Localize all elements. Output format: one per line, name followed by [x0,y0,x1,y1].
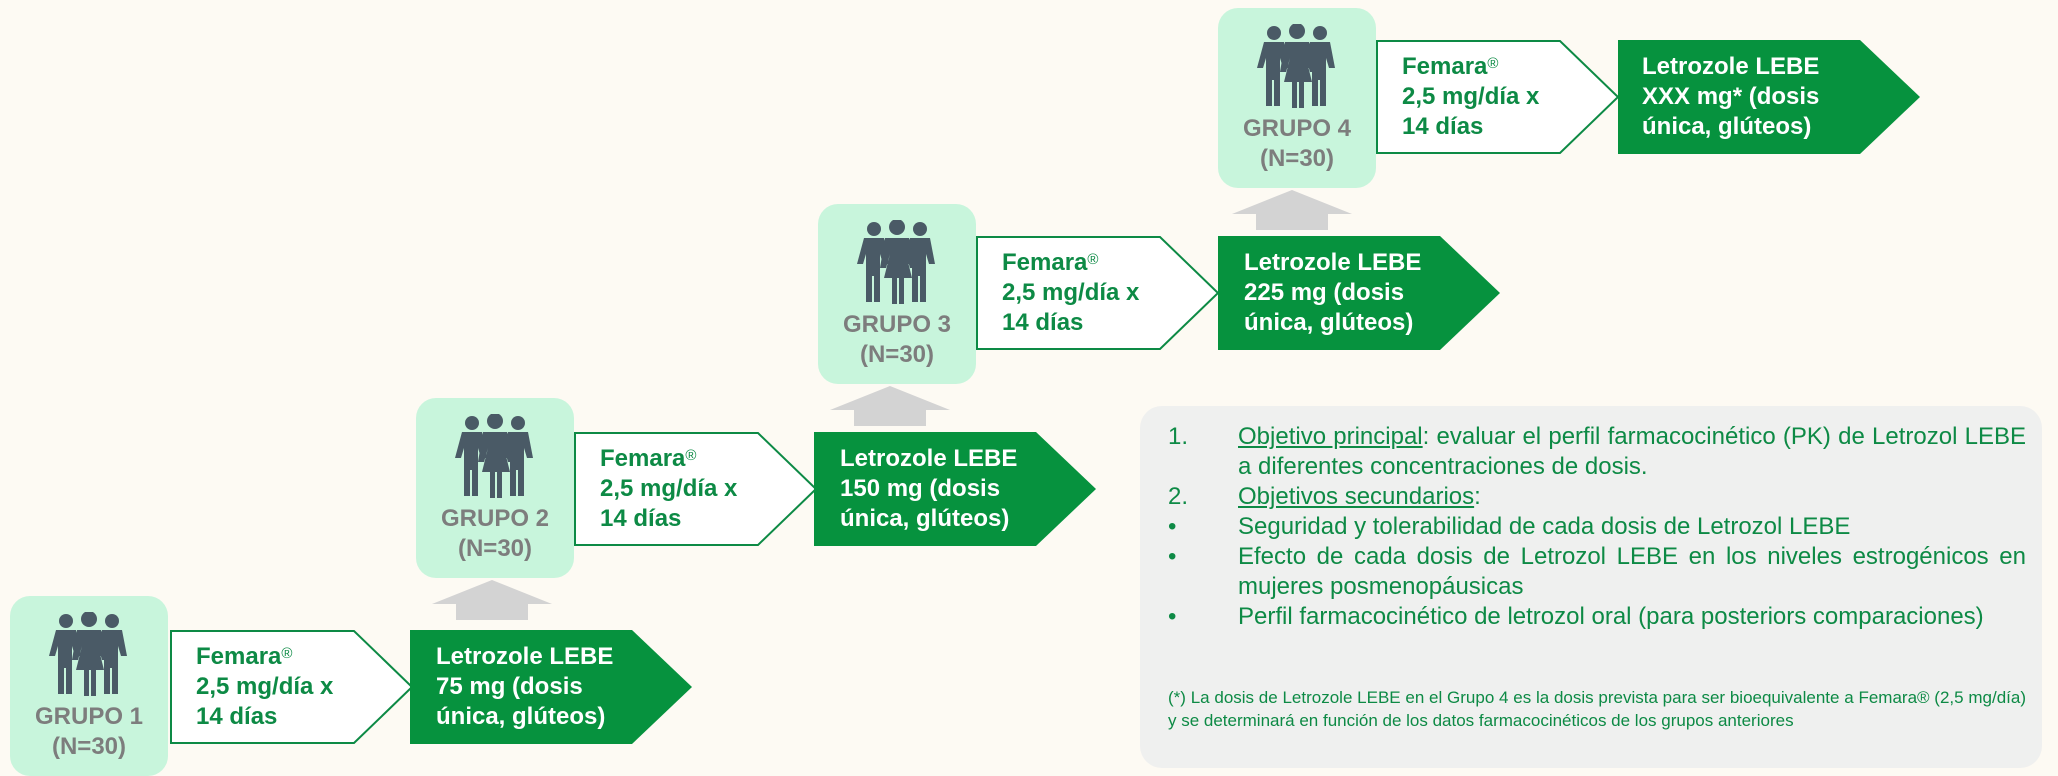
group-1-box: GRUPO 1 (N=30) [10,596,168,776]
objectives-panel: 1. Objetivo principal: evaluar el perfil… [1140,406,2042,768]
group-count: (N=30) [1259,145,1335,172]
letrozole-dose: 75 mg (dosis [436,673,583,700]
people-icon [455,414,533,498]
letrozole-dose: 150 mg (dosis [840,475,1001,502]
group-2-box: GRUPO 2 (N=30) [416,398,574,578]
group-label: GRUPO 2 [440,505,550,532]
letrozole-arrow-3: Letrozole LEBE 225 mg (dosis única, glút… [1218,236,1500,350]
femara-duration: 14 días [196,703,278,730]
objective-primary-title: Objetivo principal [1238,423,1423,450]
group-label: GRUPO 3 [842,311,952,338]
femara-label: Femara [1402,53,1488,80]
femara-label: Femara [196,643,282,670]
registered-mark: ® [1487,55,1499,72]
femara-dose: 2,5 mg/día x [600,475,738,502]
letrozole-route: única, glúteos) [436,703,606,730]
objective-primary-text: : evaluar el perfil farmacocinético (PK)… [1238,423,2026,480]
bullet-icon: • [1168,513,1177,540]
group-count: (N=30) [457,535,533,562]
femara-duration: 14 días [1402,113,1484,140]
group-4-box: GRUPO 4 (N=30) [1218,8,1376,188]
item-number: 1. [1168,423,1189,450]
bullet-text: Efecto de cada dosis de Letrozol LEBE en… [1238,543,2026,600]
up-arrow-2 [830,386,950,426]
femara-arrow-1: Femara® 2,5 mg/día x 14 días [170,630,414,744]
group-count: (N=30) [859,341,935,368]
item-number: 2. [1168,483,1189,510]
up-arrow-3 [1232,190,1352,230]
letrozole-dose: XXX mg* (dosis [1642,83,1820,110]
footnote: (*) La dosis de Letrozole LEBE en el Gru… [1168,688,2026,730]
femara-arrow-3: Femara® 2,5 mg/día x 14 días [976,236,1220,350]
objective-primary: 1. Objetivo principal: evaluar el perfil… [1168,422,2026,482]
people-icon [857,220,935,304]
letrozole-label: Letrozole LEBE [840,445,1018,472]
letrozole-label: Letrozole LEBE [436,643,614,670]
femara-arrow-4: Femara® 2,5 mg/día x 14 días [1376,40,1620,154]
letrozole-arrow-4: Letrozole LEBE XXX mg* (dosis única, glú… [1618,40,1920,154]
femara-dose: 2,5 mg/día x [1002,279,1140,306]
group-count: (N=30) [51,733,127,760]
objective-secondary-colon: : [1474,483,1481,510]
femara-dose: 2,5 mg/día x [196,673,334,700]
femara-duration: 14 días [1002,309,1084,336]
people-icon [1257,24,1335,108]
bullet-icon: • [1168,603,1177,630]
objective-secondary-title: Objetivos secundarios [1238,483,1475,510]
letrozole-arrow-1: Letrozole LEBE 75 mg (dosis única, glúte… [410,630,692,744]
letrozole-route: única, glúteos) [1642,113,1812,140]
femara-label: Femara [600,445,686,472]
femara-arrow-2: Femara® 2,5 mg/día x 14 días [574,432,818,546]
letrozole-label: Letrozole LEBE [1244,249,1422,276]
group-label: GRUPO 1 [34,703,144,730]
bullet-text: Seguridad y tolerabilidad de cada dosis … [1238,513,1851,540]
up-arrow-1 [432,580,552,620]
letrozole-arrow-2: Letrozole LEBE 150 mg (dosis única, glút… [814,432,1096,546]
registered-mark: ® [685,447,697,464]
registered-mark: ® [1087,251,1099,268]
femara-duration: 14 días [600,505,682,532]
bullet-icon: • [1168,543,1177,570]
people-icon [49,612,127,696]
letrozole-dose: 225 mg (dosis [1244,279,1405,306]
group-3-box: GRUPO 3 (N=30) [818,204,976,384]
registered-mark: ® [281,645,293,662]
group-label: GRUPO 4 [1242,115,1352,142]
letrozole-route: única, glúteos) [1244,309,1414,336]
femara-label: Femara [1002,249,1088,276]
femara-dose: 2,5 mg/día x [1402,83,1540,110]
letrozole-route: única, glúteos) [840,505,1010,532]
letrozole-label: Letrozole LEBE [1642,53,1820,80]
bullet-text: Perfil farmacocinético de letrozol oral … [1238,603,1984,630]
